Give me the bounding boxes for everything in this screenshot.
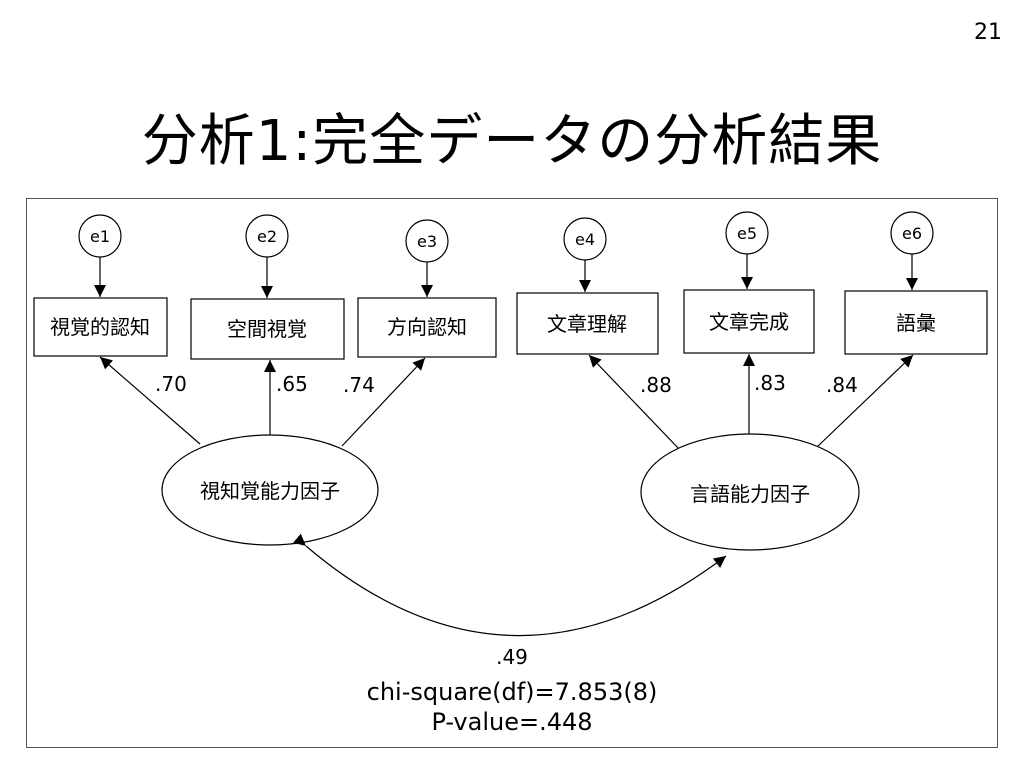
observed-label-1: 視覚的認知 [50,315,150,339]
loading-arrow-3 [341,357,426,447]
factor-label-visual: 視知覚能力因子 [200,479,340,503]
error-label-e6: e6 [902,224,922,243]
observed-box-4 [516,292,659,355]
observed-label-3: 方向認知 [387,315,467,339]
observed-box-6 [844,290,988,355]
loading-value-3: .74 [343,373,375,397]
error-label-e2: e2 [257,227,277,246]
p-value-label: P-value=.448 [431,708,592,736]
observed-box-1 [33,297,168,357]
correlation-value: .49 [496,645,528,669]
observed-box-5 [683,289,815,354]
error-circle-e2 [245,214,289,258]
error-circle-e4 [563,217,607,261]
loading-arrow-4 [588,354,681,451]
error-circle-e6 [890,211,934,255]
observed-label-6: 語彙 [896,311,936,335]
diagram-frame [26,198,998,748]
factor-ellipse-verbal [640,433,860,551]
error-circle-e1 [78,214,122,258]
error-label-e1: e1 [90,227,110,246]
page-number: 21 [974,20,1002,45]
loading-arrow-6 [816,354,914,448]
observed-label-5: 文章完成 [709,310,789,334]
loading-value-1: .70 [155,372,187,396]
loading-value-2: .65 [276,372,308,396]
error-circle-e5 [725,211,769,255]
factor-ellipse-visual [161,434,379,546]
error-label-e4: e4 [575,230,595,249]
loading-value-4: .88 [640,373,672,397]
factor-label-verbal: 言語能力因子 [690,482,810,506]
observed-label-4: 文章理解 [547,312,627,336]
loading-value-5: .83 [754,371,786,395]
observed-box-3 [357,297,497,358]
observed-label-2: 空間視覚 [227,317,307,341]
chi-square-label: chi-square(df)=7.853(8) [367,678,658,706]
loading-arrow-1 [99,356,201,445]
loading-value-6: .84 [826,373,858,397]
slide-title: 分析1:完全データの分析結果 [141,109,883,174]
error-label-e3: e3 [417,232,437,251]
error-label-e5: e5 [737,224,757,243]
factor-correlation-arc [292,533,727,637]
error-circle-e3 [405,219,449,263]
observed-box-2 [190,298,345,360]
